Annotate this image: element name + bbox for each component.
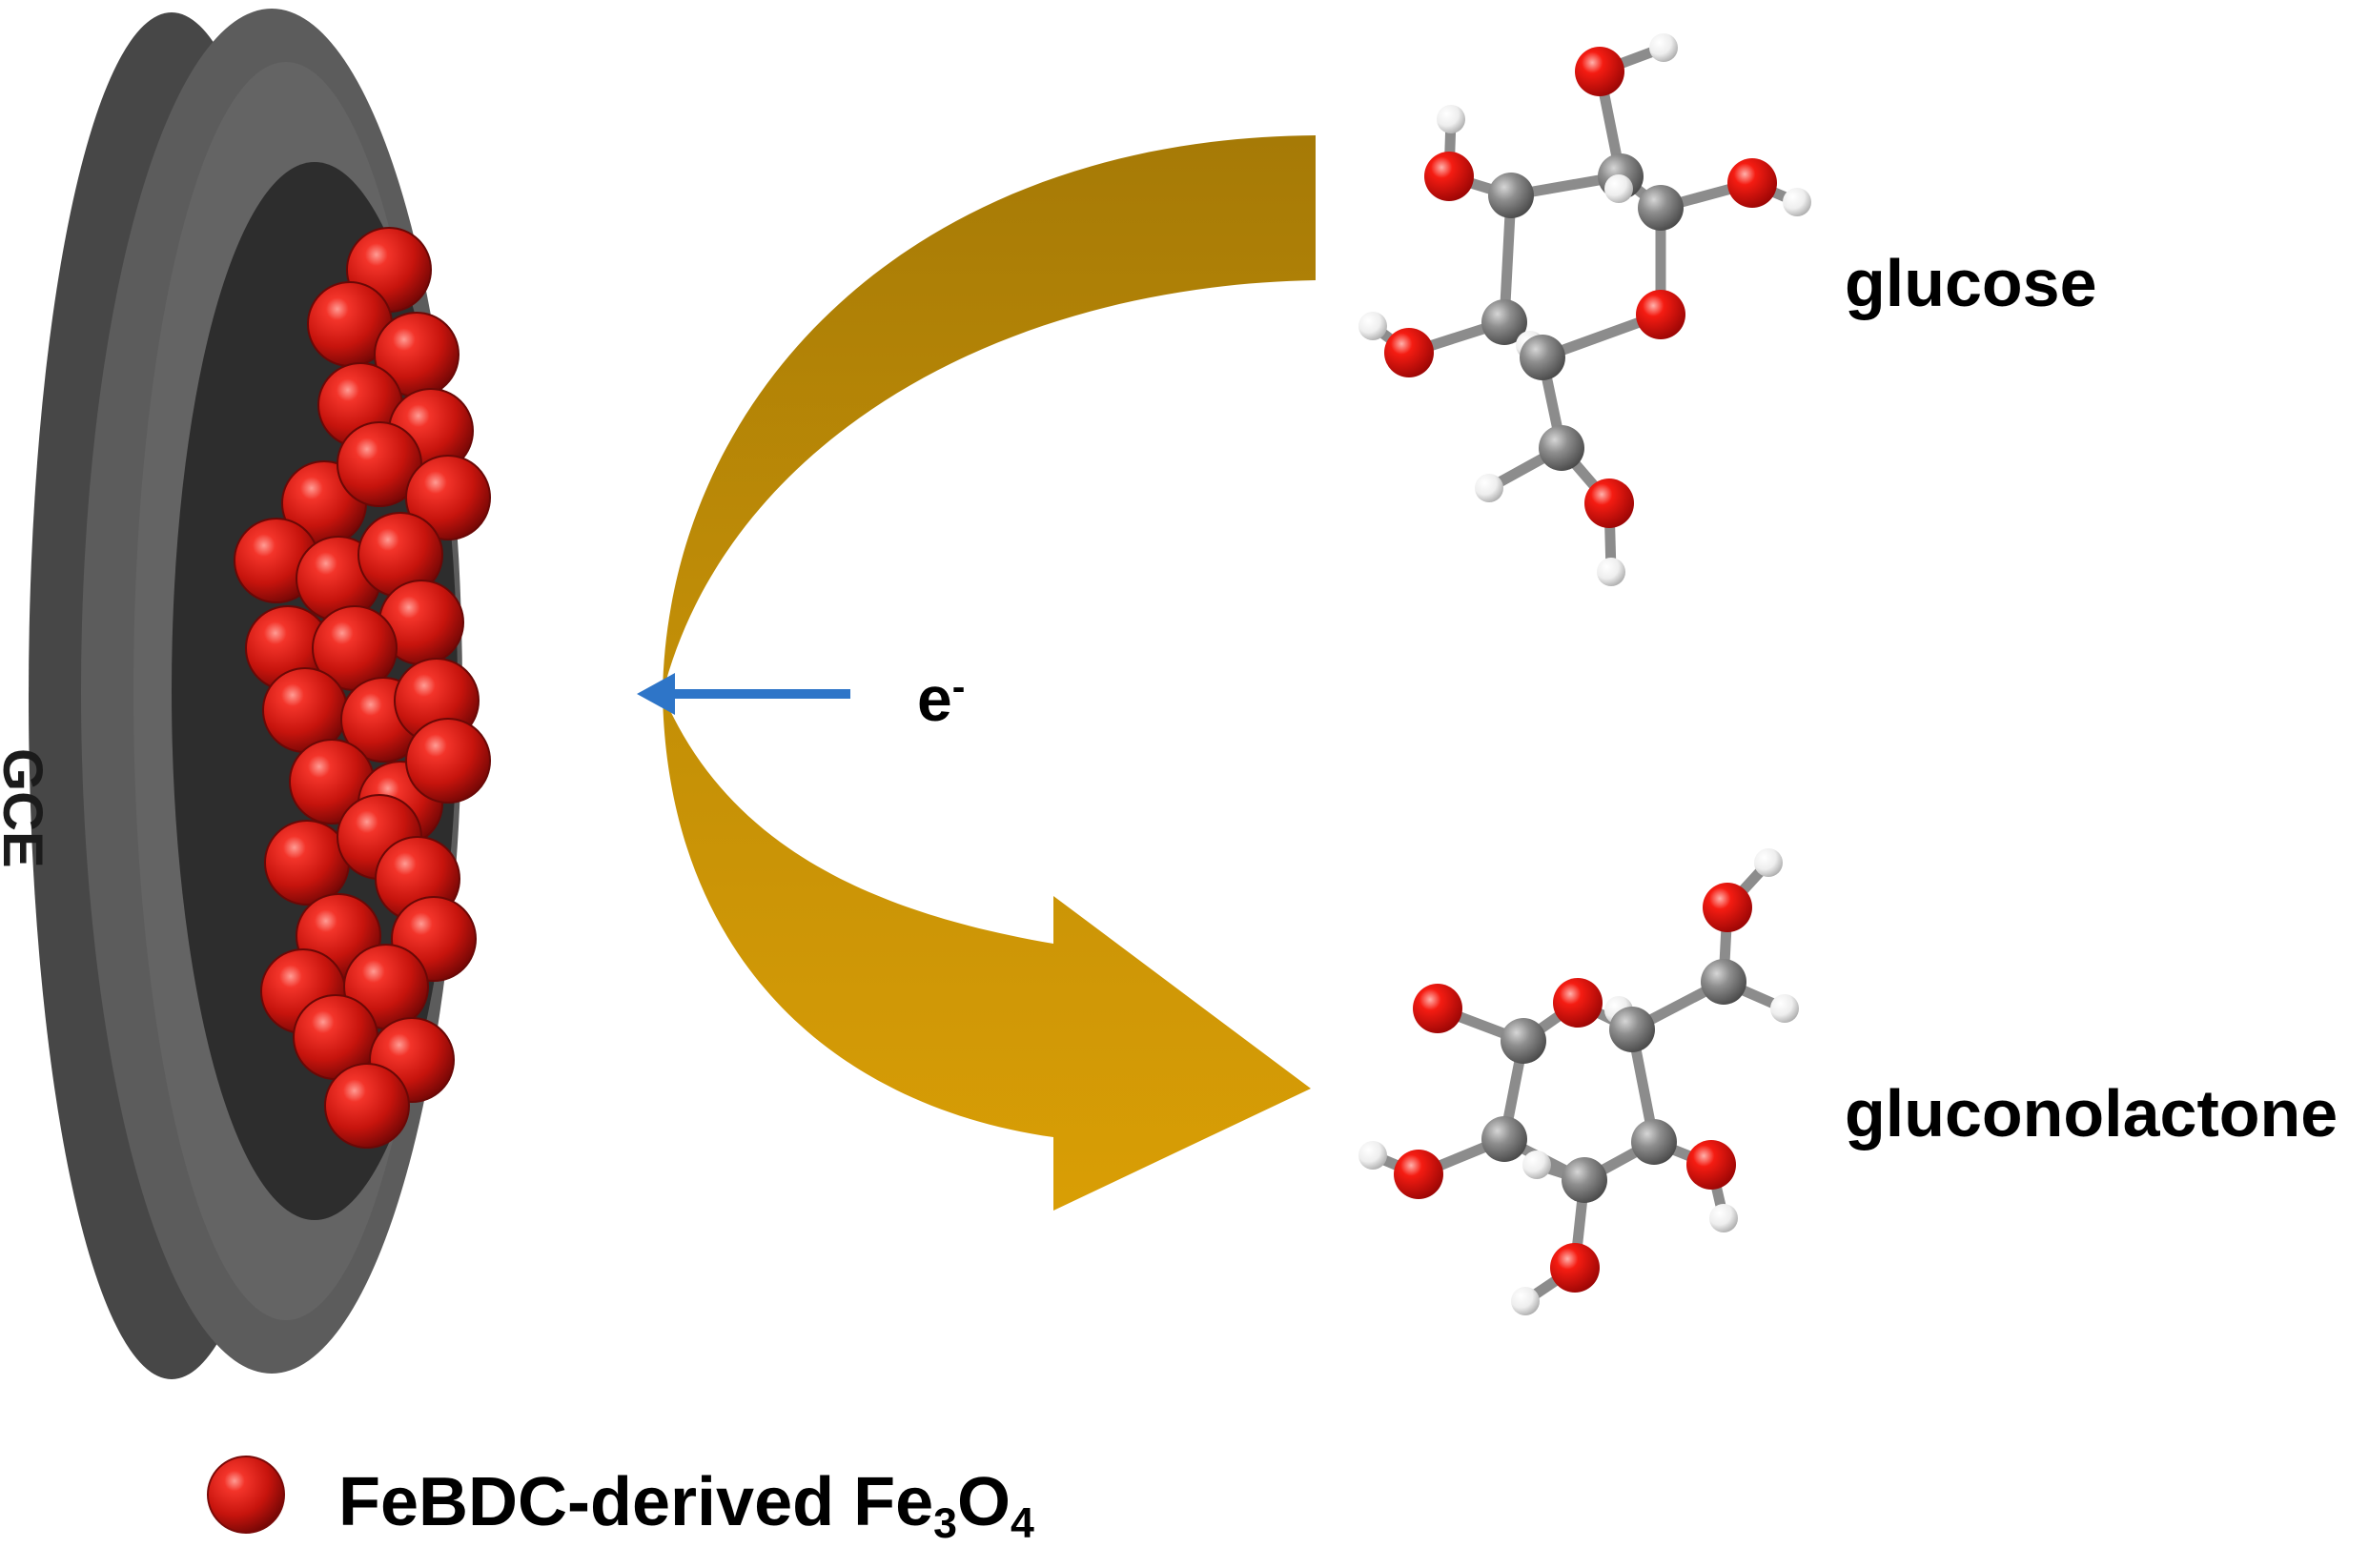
hydrogen-atom <box>1358 312 1387 340</box>
carbon-atom <box>1609 1007 1655 1052</box>
electron-symbol: e <box>917 663 952 734</box>
hydrogen-atom <box>1511 1287 1540 1315</box>
fe3o4-particle-cluster <box>234 227 491 1149</box>
carbon-atom <box>1501 1018 1546 1064</box>
oxygen-atom <box>1703 883 1752 932</box>
carbon-atom <box>1488 173 1534 218</box>
hydrogen-atom <box>1649 33 1678 62</box>
fe3o4-particle <box>405 455 491 540</box>
electron-charge: - <box>951 663 966 708</box>
legend-particle-icon <box>207 1456 285 1534</box>
reactant-label: glucose <box>1845 246 2097 320</box>
oxygen-atom <box>1686 1140 1736 1190</box>
legend-oxygen: O <box>956 1464 1011 1540</box>
electrode-label: GCE <box>0 748 53 868</box>
hydrogen-atom <box>1597 558 1625 586</box>
oxygen-atom <box>1394 1150 1443 1199</box>
hydrogen-atom <box>1522 1151 1551 1179</box>
oxygen-atom <box>1553 978 1603 1028</box>
carbon-atom <box>1701 959 1746 1005</box>
oxygen-atom <box>1636 290 1685 339</box>
oxygen-atom <box>1413 984 1462 1033</box>
hydrogen-atom <box>1604 174 1633 203</box>
hydrogen-atom <box>1754 848 1783 877</box>
carbon-atom <box>1562 1157 1607 1203</box>
hydrogen-atom <box>1770 994 1799 1023</box>
oxygen-atom <box>1550 1243 1600 1293</box>
legend-subscript-4: 4 <box>1010 1500 1034 1548</box>
oxygen-atom <box>1424 152 1474 201</box>
carbon-atom <box>1520 335 1565 380</box>
legend-label: FeBDC-derived Fe3O4 <box>338 1468 1034 1545</box>
fe3o4-particle <box>405 718 491 804</box>
hydrogen-atom <box>1709 1204 1738 1232</box>
product-label: gluconolactone <box>1845 1076 2338 1151</box>
carbon-atom <box>1481 299 1527 345</box>
electron-label: e- <box>917 663 966 730</box>
carbon-atom <box>1481 1116 1527 1162</box>
legend-subscript-3: 3 <box>933 1500 957 1548</box>
carbon-atom <box>1638 185 1684 231</box>
hydrogen-atom <box>1437 105 1465 133</box>
gluconolactone-molecule <box>1358 848 1799 1315</box>
oxygen-atom <box>1584 479 1634 528</box>
carbon-atom <box>1631 1119 1677 1165</box>
hydrogen-atom <box>1783 188 1811 216</box>
legend-text: FeBDC-derived Fe <box>338 1464 934 1540</box>
oxygen-atom <box>1384 328 1434 377</box>
bond-group <box>1367 42 1803 578</box>
oxygen-atom <box>1575 47 1624 96</box>
glucose-molecule <box>1358 33 1811 586</box>
electron-transfer-arrow <box>637 673 850 715</box>
carbon-atom <box>1539 425 1584 471</box>
reaction-curved-arrow <box>663 135 1316 1211</box>
fe3o4-particle <box>264 820 350 906</box>
hydrogen-atom <box>1475 474 1503 502</box>
hydrogen-atom <box>1358 1141 1387 1170</box>
oxygen-atom <box>1727 158 1777 208</box>
fe3o4-particle <box>324 1063 410 1149</box>
